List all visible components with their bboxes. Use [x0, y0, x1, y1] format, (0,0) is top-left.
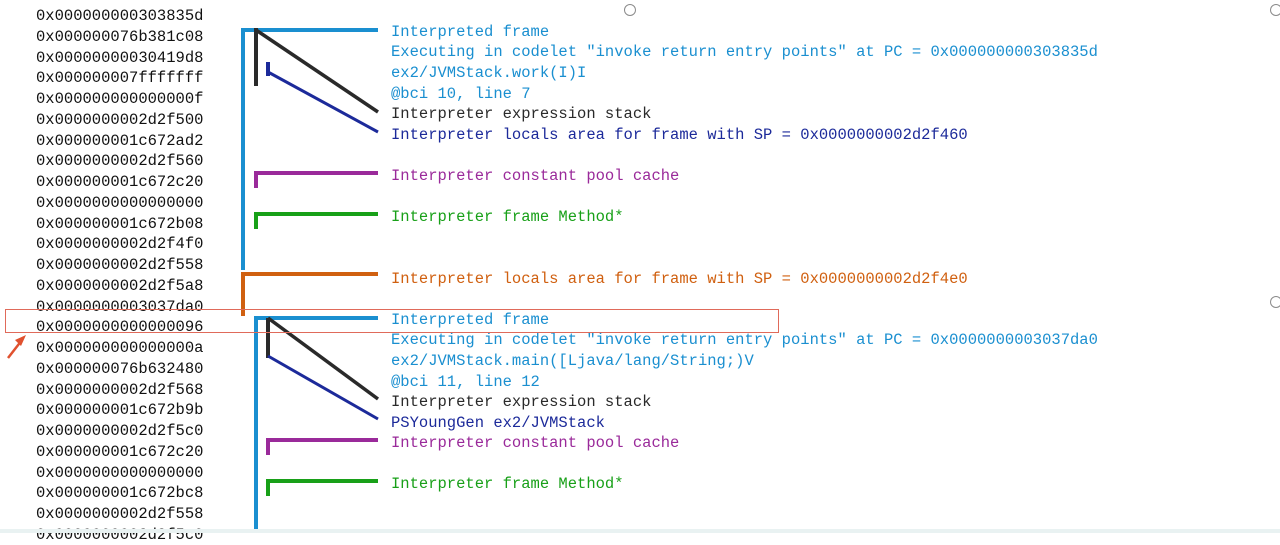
frame2-young-diagonal — [267, 354, 379, 421]
bottom-band — [0, 529, 1280, 533]
resize-handle-top-right[interactable] — [1270, 4, 1280, 16]
frame2-method-bracket-h — [266, 479, 378, 483]
frame1-expr-stack: Interpreter expression stack — [391, 105, 652, 123]
frame2-bracket — [254, 316, 258, 533]
address-row: 0x000000001c672ad2 — [36, 131, 204, 150]
frame2-frame-method: Interpreter frame Method* — [391, 475, 624, 493]
address-row: 0x000000000303835d — [36, 7, 204, 25]
frame1-method-bracket-v — [254, 212, 258, 229]
pointer-lines — [7, 28, 380, 421]
frame1-locals: Interpreter locals area for frame with S… — [391, 126, 968, 144]
frame2-method: ex2/JVMStack.main([Ljava/lang/String;)V — [391, 352, 754, 370]
frame2-cp-bracket-v — [266, 438, 270, 455]
between-locals: Interpreter locals area for frame with S… — [391, 270, 968, 288]
address-row: 0x0000000002d2f568 — [36, 380, 204, 399]
address-row: 0x0000000002d2f560 — [36, 152, 204, 171]
address-row: 0x0000000002d2f558 — [36, 256, 204, 274]
address-row: 0x000000007fffffff — [36, 69, 204, 88]
frame1-locals-diagonal — [267, 70, 379, 134]
locals-bracket-v — [241, 272, 245, 316]
address-row: 0x0000000000000096 — [36, 318, 204, 337]
frame1-method-bracket-h — [254, 212, 378, 216]
stack-view: 0x000000000303835d 0x000000076b381c08 0x00… — [0, 4, 1280, 544]
address-row: 0x000000076b381c08 — [36, 27, 204, 46]
frame2-executing: Executing in codelet "invoke return entr… — [391, 331, 1098, 349]
resize-handle-right[interactable] — [1270, 296, 1280, 308]
frame2-cp-cache: Interpreter constant pool cache — [391, 434, 680, 452]
frame2-young-gen: PSYoungGen ex2/JVMStack — [391, 414, 605, 432]
locals-bracket-h — [241, 272, 378, 276]
frame1-bracket-top — [241, 28, 378, 32]
frame1-executing: Executing in codelet "invoke return entr… — [391, 43, 1098, 61]
frame1-bci: @bci 10, line 7 — [391, 85, 531, 103]
address-row: 0x00000000030419d8 — [36, 48, 204, 67]
address-row: 0x000000001c672b08 — [36, 214, 204, 233]
frame1-cp-bracket-v — [254, 171, 258, 188]
frame1-frame-method: Interpreter frame Method* — [391, 208, 624, 226]
address-row: 0x0000000002d2f5c0 — [36, 422, 204, 440]
highlight-box — [5, 309, 779, 333]
frame1-cp-cache: Interpreter constant pool cache — [391, 167, 680, 185]
address-row: 0x0000000002d2f558 — [36, 505, 204, 523]
frame1-header: Interpreted frame — [391, 23, 550, 41]
frame1-expr-diagonal — [255, 28, 379, 114]
address-row: 0x000000000000000a — [36, 339, 204, 357]
frame2-bci: @bci 11, line 12 — [391, 373, 540, 391]
resize-handle-top[interactable] — [624, 4, 636, 16]
frame2-expr-stack: Interpreter expression stack — [391, 393, 652, 411]
red-arrow-icon — [7, 335, 26, 359]
address-row: 0x0000000002d2f4f0 — [36, 235, 204, 254]
address-row: 0x000000001c672bc8 — [36, 484, 204, 503]
address-row: 0x0000000002d2f500 — [36, 110, 204, 129]
address-row: 0x000000001c672b9b — [36, 401, 204, 420]
frame1-method: ex2/JVMStack.work(I)I — [391, 64, 587, 82]
address-row: 0x000000000000000f — [36, 90, 204, 108]
frame2-expr-diagonal — [266, 316, 380, 401]
address-row: 0x0000000000000000 — [36, 463, 204, 482]
address-row: 0x000000001c672c20 — [36, 173, 204, 191]
frame1-cp-bracket-h — [254, 171, 378, 175]
frame2-cp-bracket-h — [266, 438, 378, 442]
address-row: 0x0000000003037da0 — [36, 297, 204, 316]
frame2-inner-dark-tick — [266, 318, 270, 358]
frame2-method-bracket-v — [266, 479, 270, 496]
frame1-inner-navy-tick — [266, 62, 270, 76]
frame1-inner-dark-tick — [254, 28, 258, 86]
address-row: 0x0000000002d2f5a8 — [36, 276, 204, 295]
frame1-bracket — [241, 28, 245, 270]
address-row: 0x0000000000000000 — [36, 193, 204, 212]
frame2-header: Interpreted frame — [391, 311, 550, 329]
address-row: 0x000000001c672c20 — [36, 442, 204, 461]
address-row: 0x000000076b632480 — [36, 359, 204, 378]
frame2-bracket-top — [254, 316, 378, 320]
